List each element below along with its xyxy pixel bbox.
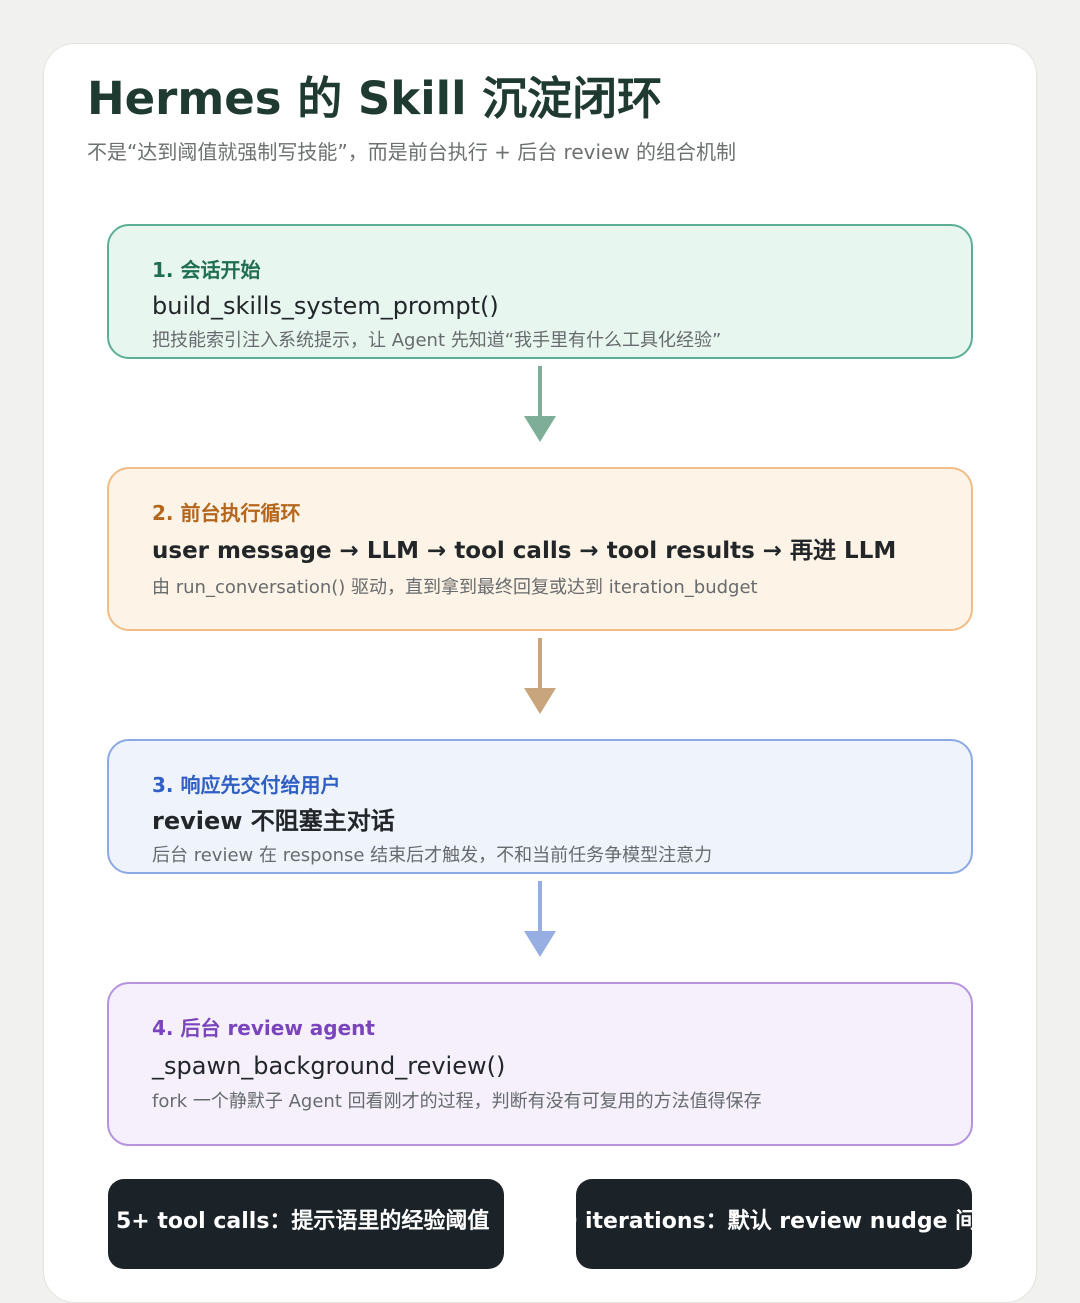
step-description: 后台 review 在 response 结束后才触发，不和当前任务争模型注意力: [152, 845, 713, 866]
step-background-review: 4. 后台 review agent _spawn_background_rev…: [107, 982, 973, 1146]
page-title: Hermes 的 Skill 沉淀闭环: [87, 72, 663, 125]
down-arrow-icon: [524, 366, 556, 444]
step-label: 2. 前台执行循环: [152, 501, 301, 525]
step-label: 4. 后台 review agent: [152, 1016, 375, 1040]
step-description: fork 一个静默子 Agent 回看刚才的过程，判断有没有可复用的方法值得保存: [152, 1091, 762, 1112]
down-arrow-icon: [524, 881, 556, 959]
note-text: 0 iterations：默认 review nudge 间隔: [576, 1209, 972, 1234]
step-code: review 不阻塞主对话: [152, 807, 395, 835]
down-arrow-icon: [524, 638, 556, 716]
step-foreground-loop: 2. 前台执行循环 user message → LLM → tool call…: [107, 467, 973, 631]
step-code: _spawn_background_review(): [152, 1052, 506, 1080]
note-tool-calls-threshold: 5+ tool calls：提示语里的经验阈值: [108, 1179, 504, 1269]
step-label: 3. 响应先交付给用户: [152, 773, 341, 797]
step-description: 把技能索引注入系统提示，让 Agent 先知道“我手里有什么工具化经验”: [152, 330, 722, 351]
step-description: 由 run_conversation() 驱动，直到拿到最终回复或达到 iter…: [152, 577, 758, 598]
step-session-start: 1. 会话开始 build_skills_system_prompt() 把技能…: [107, 224, 973, 359]
step-code: user message → LLM → tool calls → tool r…: [152, 538, 897, 564]
page-subtitle: 不是“达到阈值就强制写技能”，而是前台执行 + 后台 review 的组合机制: [87, 140, 737, 164]
step-response-delivered: 3. 响应先交付给用户 review 不阻塞主对话 后台 review 在 re…: [107, 739, 973, 874]
step-code: build_skills_system_prompt(): [152, 292, 499, 320]
note-review-nudge-interval: 0 iterations：默认 review nudge 间隔: [576, 1179, 972, 1269]
note-text: 5+ tool calls：提示语里的经验阈值: [116, 1209, 490, 1234]
step-label: 1. 会话开始: [152, 258, 261, 282]
